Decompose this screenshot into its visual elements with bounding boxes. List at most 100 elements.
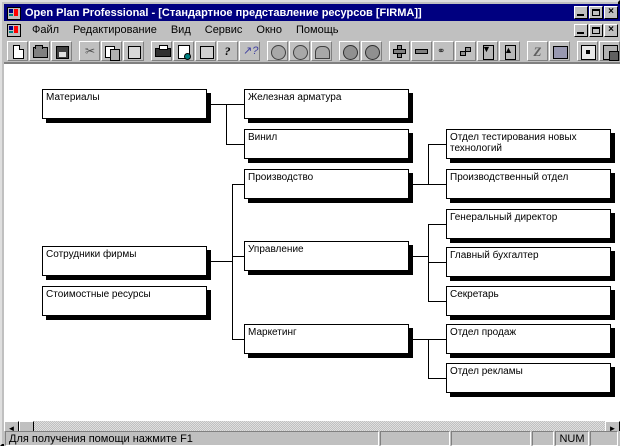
add-plus-button[interactable] bbox=[389, 40, 410, 61]
cascade-window-button[interactable] bbox=[599, 40, 620, 61]
resource-circle-button[interactable] bbox=[267, 40, 288, 61]
title-bar: Open Plan Professional - [Стандартное пр… bbox=[4, 4, 620, 21]
status-bar: Для получения помощи нажмите F1 NUM bbox=[4, 431, 620, 446]
diagram-node[interactable]: Отдел рекламы bbox=[446, 363, 611, 393]
diagram-node-label: Отдел тестирования новых технологий bbox=[450, 132, 577, 154]
close-button[interactable]: × bbox=[604, 6, 618, 19]
filled-circle2-button[interactable] bbox=[361, 40, 382, 61]
restore-button[interactable] bbox=[589, 6, 603, 19]
window-title: Open Plan Professional - [Стандартное пр… bbox=[25, 6, 422, 19]
diagram-node-label: Маркетинг bbox=[248, 327, 297, 338]
diagram-node-label: Железная арматура bbox=[248, 92, 342, 103]
connector-trunk bbox=[428, 144, 429, 185]
diagram-node[interactable]: Отдел продаж bbox=[446, 324, 611, 354]
connector-line-out bbox=[409, 184, 429, 185]
link-button[interactable]: ⚭ bbox=[433, 40, 454, 61]
connector-line-in bbox=[428, 262, 446, 263]
menu-item-window[interactable]: Окно bbox=[256, 24, 282, 36]
cut-scissors-button[interactable]: ✂ bbox=[79, 40, 100, 61]
status-badge-num: NUM bbox=[555, 431, 589, 446]
diagram-node[interactable]: Материалы bbox=[42, 89, 207, 119]
app-icon bbox=[6, 6, 22, 20]
connector-line-out bbox=[409, 256, 429, 257]
connector-line-out bbox=[207, 104, 227, 105]
connector-trunk bbox=[428, 224, 429, 302]
diagram-node-label: Управление bbox=[248, 244, 304, 255]
menu-item-help[interactable]: Помощь bbox=[295, 24, 339, 36]
remove-minus-button[interactable] bbox=[411, 40, 432, 61]
connector-line-in bbox=[428, 339, 446, 340]
save-disk-button[interactable] bbox=[51, 40, 72, 61]
sort-updown-button[interactable] bbox=[195, 40, 216, 61]
mdi-child-controls: × bbox=[574, 23, 618, 37]
mdi-close-button[interactable]: × bbox=[604, 23, 618, 37]
menu-item-view[interactable]: Вид bbox=[170, 24, 191, 36]
table-grid-button[interactable] bbox=[549, 40, 570, 61]
connector-line-out bbox=[207, 261, 233, 262]
diagram-node-label: Производственный отдел bbox=[450, 172, 569, 183]
diagram-node[interactable]: Генеральный директор bbox=[446, 209, 611, 239]
paste-clipboard-button[interactable] bbox=[123, 40, 144, 61]
diagram-node[interactable]: Стоимостные ресурсы bbox=[42, 286, 207, 316]
diagram-node-label: Сотрудники фирмы bbox=[46, 249, 137, 260]
diagram-node[interactable]: Главный бухгалтер bbox=[446, 247, 611, 277]
diagram-node-label: Стоимостные ресурсы bbox=[46, 289, 151, 300]
diagram-node-label: Винил bbox=[248, 132, 278, 143]
diagram-node-label: Главный бухгалтер bbox=[450, 250, 539, 261]
mdi-minimize-button[interactable] bbox=[574, 23, 588, 37]
diagram-node-label: Генеральный директор bbox=[450, 212, 558, 223]
menu-item-file[interactable]: Файл bbox=[32, 24, 60, 36]
steps-button[interactable] bbox=[455, 40, 476, 61]
menu-bar: Файл Редактирование Вид Сервис Окно Помо… bbox=[4, 21, 620, 39]
menu-item-service[interactable]: Сервис bbox=[204, 24, 243, 36]
status-panel-1 bbox=[380, 431, 450, 446]
print-button[interactable] bbox=[151, 40, 172, 61]
diagram-node-label: Материалы bbox=[46, 92, 100, 103]
connector-line-in bbox=[428, 301, 446, 302]
diagram-node-label: Секретарь bbox=[450, 289, 499, 300]
new-file-button[interactable] bbox=[7, 40, 28, 61]
connector-line-in bbox=[428, 378, 446, 379]
move-down-button[interactable] bbox=[477, 40, 498, 61]
diagram-node-label: Отдел рекламы bbox=[450, 366, 523, 377]
diagram-node[interactable]: Секретарь bbox=[446, 286, 611, 316]
menu-item-edit[interactable]: Редактирование bbox=[73, 24, 157, 36]
mdi-restore-button[interactable] bbox=[589, 23, 603, 37]
copy-button[interactable] bbox=[101, 40, 122, 61]
diagram-node[interactable]: Производственный отдел bbox=[446, 169, 611, 199]
resource-person-button[interactable] bbox=[289, 40, 310, 61]
context-help-button[interactable]: ↗? bbox=[239, 40, 260, 61]
diagram-node-label: Производство bbox=[248, 172, 314, 183]
filled-circle-button[interactable] bbox=[339, 40, 360, 61]
connector-line-in bbox=[232, 339, 244, 340]
connector-line-in bbox=[428, 224, 446, 225]
diagram-node[interactable]: Сотрудники фирмы bbox=[42, 246, 207, 276]
connector-line-in bbox=[428, 144, 446, 145]
move-up-button[interactable] bbox=[499, 40, 520, 61]
diagram-node[interactable]: Маркетинг bbox=[244, 324, 409, 354]
diagram-node[interactable]: Отдел тестирования новых технологий bbox=[446, 129, 611, 159]
diagram-node[interactable]: Управление bbox=[244, 241, 409, 271]
connector-line-in bbox=[232, 184, 244, 185]
status-panel-2 bbox=[451, 431, 531, 446]
document-icon[interactable] bbox=[6, 23, 21, 37]
about-question-button[interactable]: ? bbox=[217, 40, 238, 61]
window-controls: × bbox=[574, 6, 618, 19]
zigzag-button[interactable]: Z bbox=[527, 40, 548, 61]
status-message: Для получения помощи нажмите F1 bbox=[5, 431, 379, 446]
print-preview-button[interactable] bbox=[173, 40, 194, 61]
minimize-button[interactable] bbox=[574, 6, 588, 19]
diagram-node[interactable]: Железная арматура bbox=[244, 89, 409, 119]
connector-line-out bbox=[409, 339, 429, 340]
status-panel-4 bbox=[590, 431, 618, 446]
connector-trunk bbox=[232, 184, 233, 340]
diagram-node[interactable]: Производство bbox=[244, 169, 409, 199]
resource-dome-button[interactable] bbox=[311, 40, 332, 61]
open-folder-button[interactable] bbox=[29, 40, 50, 61]
connector-trunk bbox=[428, 339, 429, 379]
network-view-button[interactable] bbox=[577, 40, 598, 61]
diagram-node[interactable]: Винил bbox=[244, 129, 409, 159]
